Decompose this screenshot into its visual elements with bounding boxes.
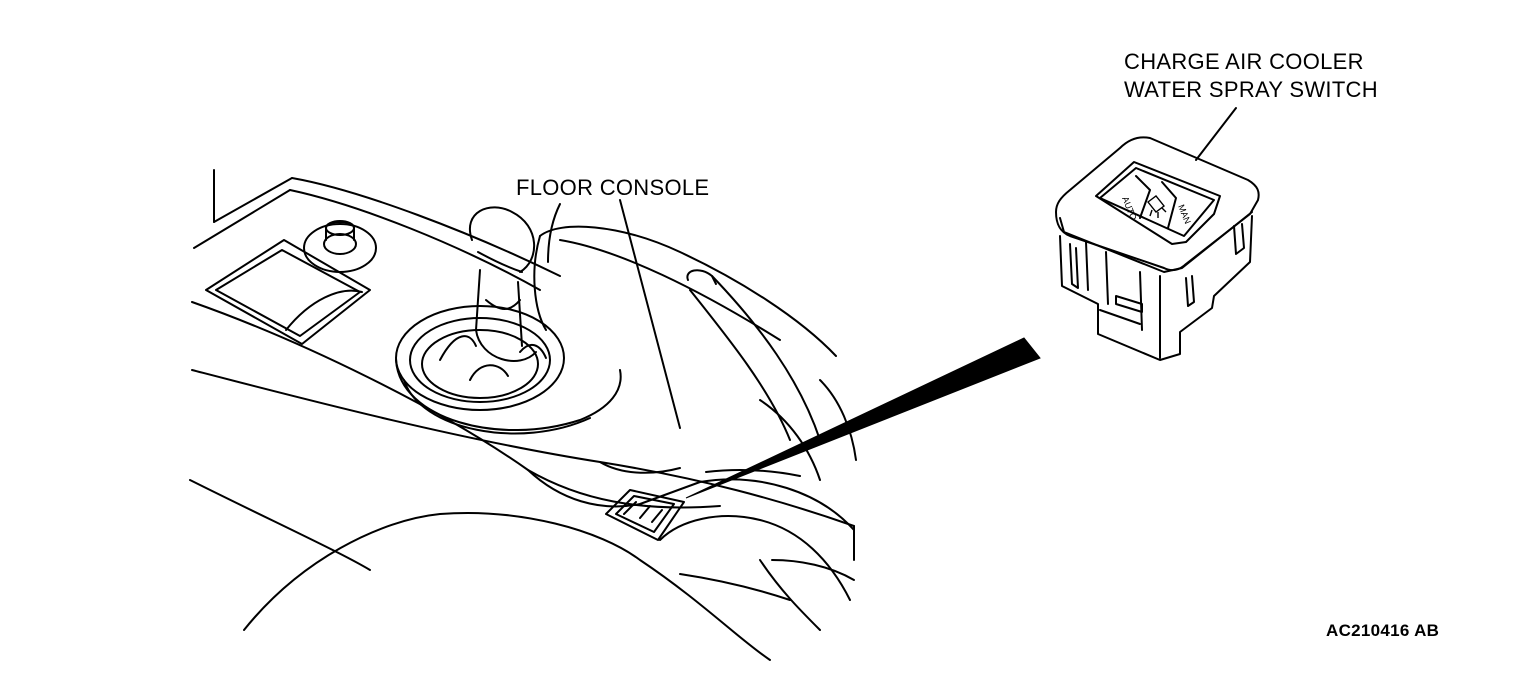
switch-leader-line <box>1195 107 1237 161</box>
figure-code: AC210416 AB <box>1326 621 1440 640</box>
callout-pointer <box>685 337 1041 499</box>
water-spray-switch-drawing <box>1055 136 1260 361</box>
floor-console-drawing <box>189 169 857 661</box>
switch-label-line1: CHARGE AIR COOLER <box>1124 49 1364 74</box>
switch-label-line2: WATER SPRAY SWITCH <box>1124 77 1378 102</box>
floor-console-leader-line <box>619 199 681 429</box>
switch-label: CHARGE AIR COOLER WATER SPRAY SWITCH <box>1124 48 1378 104</box>
floor-console-label: FLOOR CONSOLE <box>516 175 710 200</box>
water-spray-icon <box>1147 195 1167 218</box>
switch-man-text: MAN <box>1176 203 1193 225</box>
